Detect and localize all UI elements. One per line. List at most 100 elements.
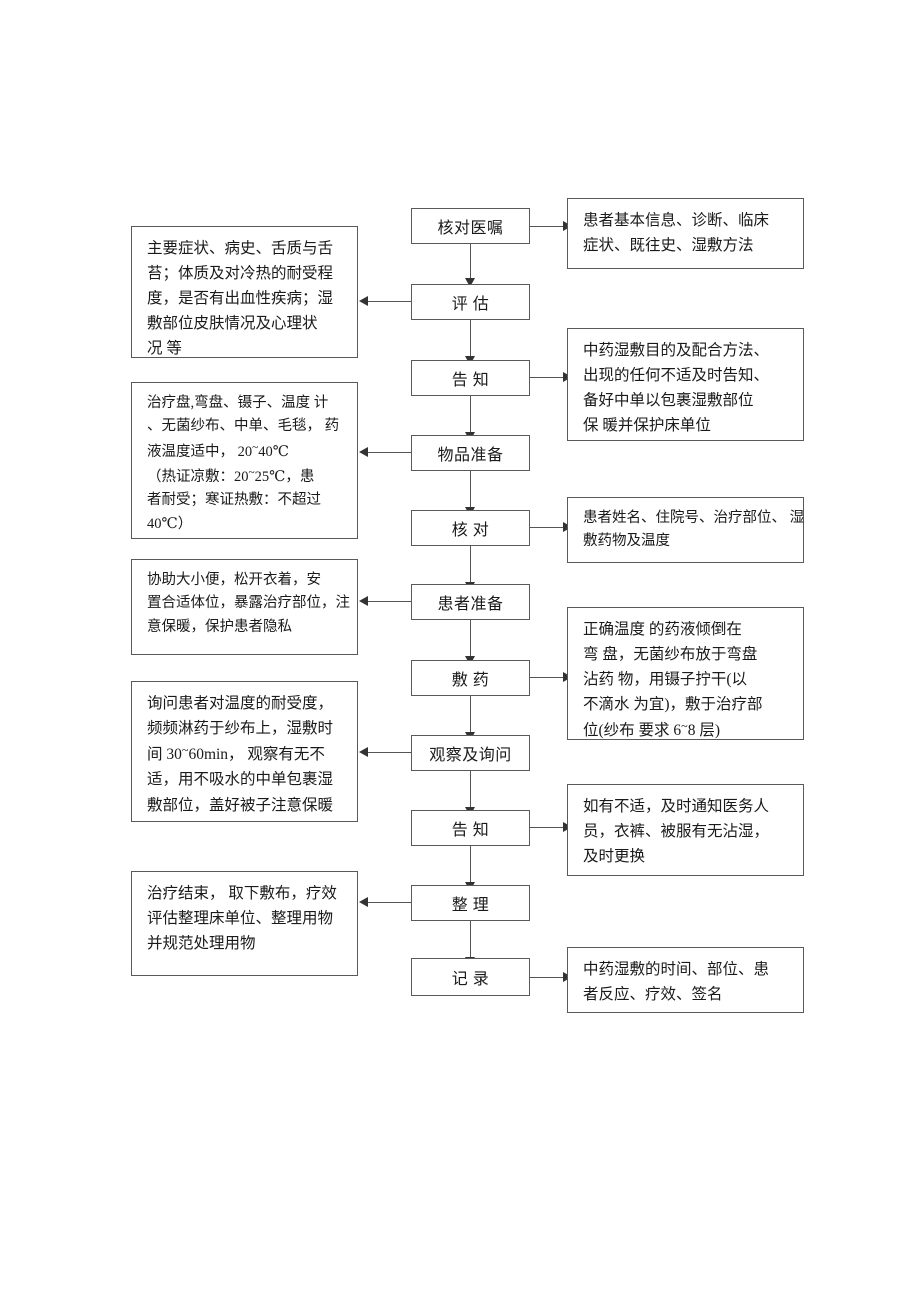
node-label: 评 估 xyxy=(451,296,490,313)
note-box-inform-1-details: 中药湿敷目的及配合方法、 出现的任何不适及时告知、 备好中单以包裹湿敷部位 保 … xyxy=(567,328,804,441)
note-box-apply-medicine-details: 正确温度 的药液倾倒在 弯 盘，无菌纱布放于弯盘 沾药 物，用镊子拧干(以 不滴… xyxy=(567,607,804,740)
note-line: 症状、既往史、湿敷方法 xyxy=(583,237,754,255)
note-line: 主要症状、病史、舌质与舌 xyxy=(147,240,334,257)
note-line: 询问患者对温度的耐受度， xyxy=(147,695,334,712)
note-line: 沾药 物，用镊子拧干(以 xyxy=(583,671,748,689)
node-label: 敷 药 xyxy=(451,672,490,689)
note-line: 如有不适，及时通知医务人 xyxy=(583,798,770,815)
node-label: 物品准备 xyxy=(437,447,504,464)
note-line: 适，用不吸水的中单包裹湿 xyxy=(147,771,334,789)
note-box-check-order-details: 患者基本信息、诊断、临床 症状、既往史、湿敷方法 xyxy=(567,198,804,269)
arrow-n4-l2 xyxy=(359,446,368,457)
connector-n9-n10 xyxy=(470,846,471,884)
process-node-observe-inquire[interactable]: 观察及询问 xyxy=(411,735,530,771)
connector-n11-r6 xyxy=(530,977,567,978)
note-line: 意保暖，保护患者隐私 xyxy=(147,618,292,635)
node-label: 告 知 xyxy=(451,822,490,839)
note-line: 正确温度 的药液倾倒在 xyxy=(583,621,742,638)
node-label: 患者准备 xyxy=(437,596,504,613)
node-label: 观察及询问 xyxy=(429,747,512,764)
connector-n5-n6 xyxy=(470,546,471,584)
note-box-prepare-patient-details: 协助大小便，松开衣着，安 置合适体位，暴露治疗部位，注 意保暖，保护患者隐私 xyxy=(131,559,358,655)
node-label: 核 对 xyxy=(451,522,490,539)
connector-n7-r4 xyxy=(530,677,567,678)
note-box-verify-details: 患者姓名、住院号、治疗部位、 湿 敷药物及温度 xyxy=(567,497,804,563)
process-node-assess[interactable]: 评 估 xyxy=(411,284,530,320)
connector-n2-n3 xyxy=(470,320,471,358)
connector-n8-l4 xyxy=(368,752,411,753)
connector-n10-l5 xyxy=(368,902,411,903)
note-line: 弯 盘，无菌纱布放于弯盘 xyxy=(583,646,758,664)
process-node-apply-medicine[interactable]: 敷 药 xyxy=(411,660,530,696)
note-line: 患者基本信息、诊断、临床 xyxy=(583,212,770,229)
note-box-tidy-up-details: 治疗结束， 取下敷布，疗效 评估整理床单位、整理用物 并规范处理用物 xyxy=(131,871,358,976)
node-label: 整 理 xyxy=(451,897,490,914)
note-line: 频频淋药于纱布上，湿敷时 xyxy=(147,720,334,738)
note-box-observe-inquire-details: 询问患者对温度的耐受度， 频频淋药于纱布上，湿敷时 间 30~60min， 观察… xyxy=(131,681,358,822)
note-line: 敷部位，盖好被子注意保暖 xyxy=(147,796,334,814)
connector-n6-l3 xyxy=(368,601,411,602)
note-line: 、无菌纱布、中单、毛毯， 药 xyxy=(147,418,340,435)
note-line: 员，衣裤、被服有无沾湿， xyxy=(583,823,770,841)
process-node-prepare-patient[interactable]: 患者准备 xyxy=(411,584,530,620)
arrow-n2-l1 xyxy=(359,295,368,306)
connector-n1-r1 xyxy=(530,226,567,227)
note-line: 苔；体质及对冷热的耐受程 xyxy=(147,265,334,283)
connector-n6-n7 xyxy=(470,620,471,658)
connector-n2-l1 xyxy=(368,301,411,302)
note-line: 并规范处理用物 xyxy=(147,935,256,953)
connector-n1-n2 xyxy=(470,243,471,280)
node-label: 告 知 xyxy=(451,372,490,389)
process-node-prepare-items[interactable]: 物品准备 xyxy=(411,435,530,471)
process-node-tidy-up[interactable]: 整 理 xyxy=(411,885,530,921)
connector-n4-l2 xyxy=(368,452,411,453)
note-line: 中药湿敷目的及配合方法、 xyxy=(583,342,770,359)
arrow-n6-l3 xyxy=(359,595,368,606)
connector-n10-n11 xyxy=(470,921,471,958)
note-line: 度，是否有出血性疾病；湿 xyxy=(147,290,334,308)
note-line: 评估整理床单位、整理用物 xyxy=(147,910,334,928)
process-node-verify[interactable]: 核 对 xyxy=(411,510,530,546)
note-line: （热证凉敷：20~25℃，患 xyxy=(147,467,315,485)
note-line: 位(纱布 要求 6~8 层) xyxy=(583,719,721,740)
process-node-record[interactable]: 记 录 xyxy=(411,958,530,996)
connector-n5-r3 xyxy=(530,527,567,528)
node-label: 记 录 xyxy=(451,971,490,988)
process-node-inform-1[interactable]: 告 知 xyxy=(411,360,530,396)
note-line: 者反应、疗效、签名 xyxy=(583,986,723,1004)
note-box-record-details: 中药湿敷的时间、部位、患 者反应、疗效、签名 xyxy=(567,947,804,1013)
note-line: 出现的任何不适及时告知、 xyxy=(583,367,770,385)
note-line: 中药湿敷的时间、部位、患 xyxy=(583,961,770,978)
note-line: 液温度适中， 20~40℃ xyxy=(147,441,289,460)
arrow-n1-n2 xyxy=(464,278,475,287)
connector-n4-n5 xyxy=(470,471,471,509)
note-line: 治疗盘,弯盘、镊子、温度 计 xyxy=(147,395,329,411)
note-line: 敷药物及温度 xyxy=(583,533,670,550)
note-box-assess-details: 主要症状、病史、舌质与舌 苔；体质及对冷热的耐受程 度，是否有出血性疾病；湿 敷… xyxy=(131,226,358,358)
connector-n7-n8 xyxy=(470,696,471,734)
note-line: 患者姓名、住院号、治疗部位、 湿 xyxy=(583,510,805,526)
note-box-inform-2-details: 如有不适，及时通知医务人 员，衣裤、被服有无沾湿， 及时更换 xyxy=(567,784,804,876)
note-line: 况 等 xyxy=(147,340,182,358)
note-line: 置合适体位，暴露治疗部位，注 xyxy=(147,595,350,612)
note-line: 治疗结束， 取下敷布，疗效 xyxy=(147,885,337,902)
arrow-n10-l5 xyxy=(359,896,368,907)
note-line: 40℃） xyxy=(147,515,193,532)
connector-n8-n9 xyxy=(470,771,471,809)
arrow-n8-l4 xyxy=(359,746,368,757)
node-label: 核对医嘱 xyxy=(437,220,504,237)
note-line: 敷部位皮肤情况及心理状 xyxy=(147,315,318,333)
note-line: 协助大小便，松开衣着，安 xyxy=(147,572,321,588)
process-node-check-order[interactable]: 核对医嘱 xyxy=(411,208,530,244)
note-line: 不滴水 为宜)，敷于治疗部 xyxy=(583,696,763,714)
note-line: 间 30~60min， 观察有无不 xyxy=(147,743,325,764)
note-line: 保 暖并保护床单位 xyxy=(583,417,711,435)
connector-n9-r5 xyxy=(530,827,567,828)
connector-n3-n4 xyxy=(470,396,471,434)
note-line: 者耐受；寒证热敷：不超过 xyxy=(147,492,321,509)
process-node-inform-2[interactable]: 告 知 xyxy=(411,810,530,846)
note-line: 及时更换 xyxy=(583,848,646,866)
note-line: 备好中单以包裹湿敷部位 xyxy=(583,392,754,410)
connector-n3-r2 xyxy=(530,377,567,378)
